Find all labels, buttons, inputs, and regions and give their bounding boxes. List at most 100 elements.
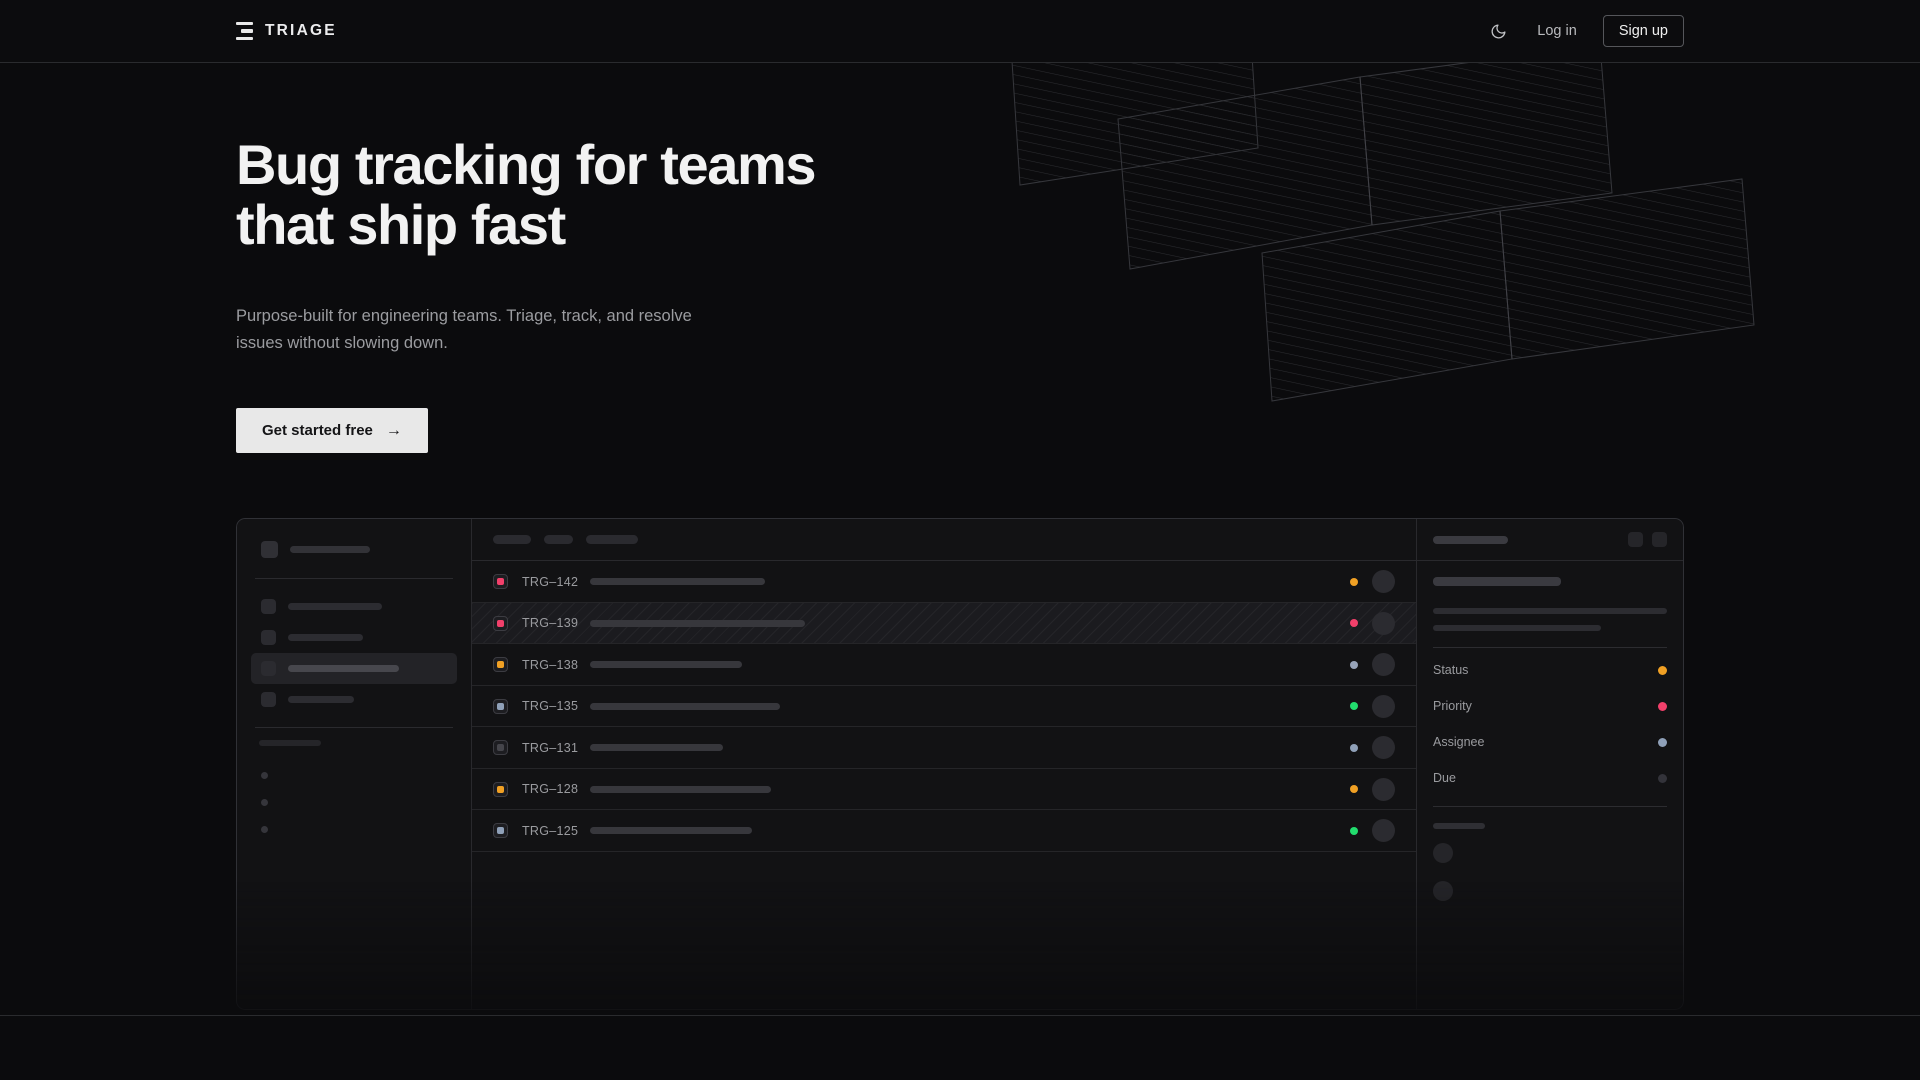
- priority-badge-icon: [493, 823, 508, 838]
- detail-field-value-dot: [1658, 665, 1667, 675]
- detail-field-assignee[interactable]: Assignee: [1433, 724, 1667, 760]
- nav-label-placeholder: [288, 603, 382, 611]
- login-link[interactable]: Log in: [1537, 23, 1577, 39]
- priority-badge-icon: [493, 698, 508, 714]
- issue-row-meta: [1350, 736, 1395, 759]
- issue-row-meta: [1350, 611, 1395, 635]
- moon-icon[interactable]: [1485, 18, 1511, 44]
- sidebar-sub-item-2[interactable]: [251, 789, 457, 816]
- mockup-sidebar: [237, 519, 472, 1010]
- issue-row-meta: [1350, 653, 1395, 676]
- priority-badge-icon: [493, 574, 508, 589]
- status-badge: [1350, 702, 1358, 710]
- activity-item-1: [1433, 843, 1667, 864]
- triage-bars-icon: [236, 22, 253, 40]
- detail-panel-header: [1417, 519, 1683, 562]
- detail-field-value-dot: [1658, 737, 1667, 747]
- page-title: Bug tracking for teams that ship fast: [236, 135, 856, 255]
- signup-button[interactable]: Sign up: [1602, 15, 1684, 47]
- detail-field-due[interactable]: Due: [1433, 760, 1667, 796]
- detail-header-actions: [1628, 532, 1667, 548]
- status-badge: [1350, 826, 1358, 835]
- issue-title-placeholder: [590, 744, 723, 751]
- issue-title-placeholder: [590, 578, 765, 585]
- sidebar-nav-item-3-active[interactable]: [251, 653, 457, 685]
- issue-id: TRG–142: [522, 574, 579, 589]
- avatar: [1372, 611, 1395, 635]
- workspace-avatar-placeholder: [261, 541, 278, 559]
- table-row[interactable]: TRG–139: [472, 602, 1416, 645]
- sidebar-divider-1: [255, 578, 453, 580]
- avatar: [1372, 736, 1395, 759]
- avatar: [1372, 694, 1395, 718]
- table-row[interactable]: TRG–131: [472, 727, 1416, 769]
- priority-badge-icon: [493, 781, 508, 797]
- detail-divider-2: [1433, 806, 1667, 808]
- detail-field-label: Status: [1433, 663, 1469, 678]
- issue-row-meta: [1350, 570, 1395, 593]
- issue-id: TRG–125: [522, 823, 579, 838]
- arrow-right-icon: →: [385, 421, 402, 439]
- nav-label-placeholder: [288, 665, 399, 673]
- mockup-workspace-switcher[interactable]: [251, 533, 457, 566]
- table-row[interactable]: TRG–125: [472, 810, 1416, 852]
- activity-label-placeholder: [1433, 823, 1485, 830]
- sidebar-divider-2: [255, 727, 453, 729]
- detail-field-label: Assignee: [1433, 735, 1485, 750]
- avatar: [1372, 777, 1395, 801]
- nav-icon-placeholder: [261, 630, 276, 646]
- page-bottom-divider: [0, 1015, 1920, 1016]
- sidebar-nav-item-2[interactable]: [251, 622, 457, 653]
- issue-id: TRG–139: [522, 616, 579, 630]
- bullet-icon: [261, 772, 268, 780]
- nav-icon-placeholder: [261, 599, 276, 615]
- priority-badge-icon: [493, 740, 508, 755]
- brand-name: TRIAGE: [265, 22, 337, 39]
- activity-item-2: [1433, 881, 1667, 902]
- status-badge: [1350, 619, 1358, 627]
- table-row[interactable]: TRG–138: [472, 644, 1416, 686]
- avatar: [1433, 881, 1453, 902]
- status-badge: [1350, 743, 1358, 752]
- avatar: [1372, 653, 1395, 676]
- table-row[interactable]: TRG–135: [472, 686, 1416, 728]
- detail-action-icon-2[interactable]: [1652, 532, 1667, 548]
- issue-row-meta: [1350, 819, 1395, 842]
- sidebar-sub-item-1[interactable]: [251, 762, 457, 789]
- priority-badge-icon: [493, 615, 508, 631]
- issue-row-meta: [1350, 777, 1395, 801]
- priority-badge-icon: [493, 657, 508, 672]
- get-started-button[interactable]: Get started free →: [236, 408, 428, 454]
- detail-title-placeholder: [1433, 535, 1508, 544]
- hero-title-line-1: Bug tracking for teams: [236, 133, 817, 196]
- detail-field-label: Priority: [1433, 699, 1472, 714]
- toolbar-sort-placeholder[interactable]: [544, 535, 573, 545]
- detail-field-status[interactable]: Status: [1433, 652, 1667, 688]
- issue-title-placeholder: [590, 661, 742, 668]
- detail-desc-line-1: [1433, 608, 1667, 615]
- table-row[interactable]: TRG–142: [472, 561, 1416, 603]
- toolbar-filter-placeholder[interactable]: [493, 535, 531, 545]
- status-badge: [1350, 577, 1358, 586]
- detail-action-icon-1[interactable]: [1628, 532, 1643, 548]
- brand-logo[interactable]: TRIAGE: [236, 22, 337, 40]
- hero-subtitle: Purpose-built for engineering teams. Tri…: [236, 306, 692, 352]
- sidebar-nav-item-1[interactable]: [251, 591, 457, 622]
- detail-field-value-dot: [1658, 773, 1667, 783]
- issue-title-placeholder: [590, 785, 771, 793]
- issue-id: TRG–135: [522, 699, 579, 713]
- sidebar-sub-item-3[interactable]: [251, 816, 457, 843]
- detail-field-priority[interactable]: Priority: [1433, 688, 1667, 724]
- toolbar-search-placeholder[interactable]: [586, 535, 638, 545]
- issue-title-placeholder: [590, 827, 752, 834]
- sidebar-nav-item-4[interactable]: [251, 684, 457, 715]
- table-row[interactable]: TRG–128: [472, 769, 1416, 811]
- issue-title-placeholder: [590, 619, 805, 627]
- nav-icon-placeholder: [261, 692, 276, 708]
